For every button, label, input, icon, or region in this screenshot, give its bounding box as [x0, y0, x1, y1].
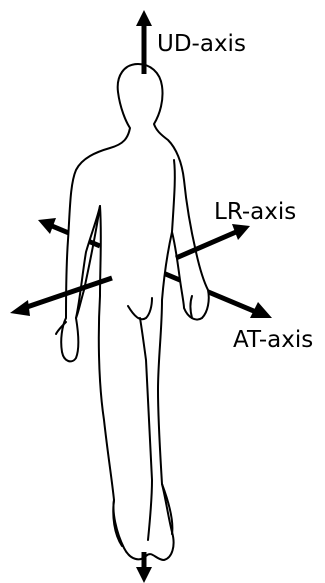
human-figure [56, 64, 209, 560]
lr-axis-label: LR-axis [214, 199, 296, 225]
ud-axis-label: UD-axis [157, 31, 246, 57]
body-silhouette [61, 64, 209, 560]
at-axis-front [10, 278, 112, 316]
at-axis-back [156, 270, 272, 318]
at-axis-label: AT-axis [233, 327, 313, 353]
